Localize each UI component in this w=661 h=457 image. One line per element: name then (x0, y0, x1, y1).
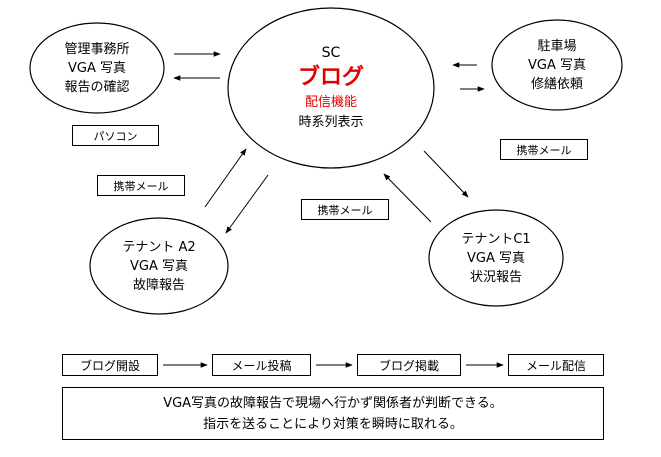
mobile-mail-label-right: 携帯メール (500, 139, 588, 160)
summary-box: VGA写真の故障報告で現場へ行かず関係者が判断できる。 指示を送ることにより対策… (62, 387, 604, 440)
arrow-center-to-tenant-c1 (423, 150, 469, 198)
flow-step-mail-post: メール投稿 (212, 354, 311, 376)
parking-ellipse (491, 19, 623, 111)
management-ellipse (29, 22, 165, 114)
tenant-c1-ellipse (428, 209, 564, 307)
flow-step-blog-publish: ブログ掲載 (357, 354, 461, 376)
mobile-mail-label-left: 携帯メール (97, 175, 185, 196)
summary-line-1: VGA写真の故障報告で現場へ行かず関係者が判断できる。 (163, 395, 503, 411)
arrow-tenant-a2-to-center (204, 148, 247, 208)
mobile-mail-label-center: 携帯メール (301, 199, 389, 220)
flow-step-blog-open: ブログ開設 (62, 354, 158, 376)
pc-label: パソコン (72, 125, 159, 146)
center-ellipse (227, 7, 435, 169)
flow-step-mail-delivery: メール配信 (508, 354, 604, 376)
arrow-tenant-c1-to-center (383, 173, 432, 223)
arrow-center-to-tenant-a2 (225, 174, 269, 234)
summary-line-2: 指示を送ることにより対策を瞬時に取れる。 (203, 416, 463, 432)
tenant-a2-ellipse (89, 217, 229, 315)
